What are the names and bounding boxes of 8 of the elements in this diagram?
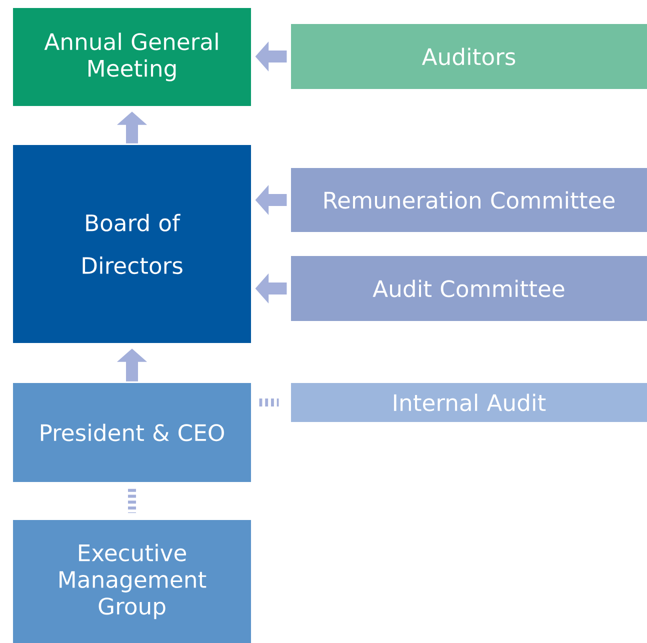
org-box: Annual General Meeting xyxy=(13,8,251,106)
org-box: President & CEO xyxy=(13,382,251,482)
org-box: Auditors xyxy=(291,24,647,89)
org-box: Audit Committee xyxy=(291,256,647,321)
org-box: Board of Directors xyxy=(13,145,251,343)
org-box: Remuneration Committee xyxy=(291,168,647,232)
org-box: Executive Management Group xyxy=(13,520,251,643)
org-box: Internal Audit xyxy=(291,382,647,422)
